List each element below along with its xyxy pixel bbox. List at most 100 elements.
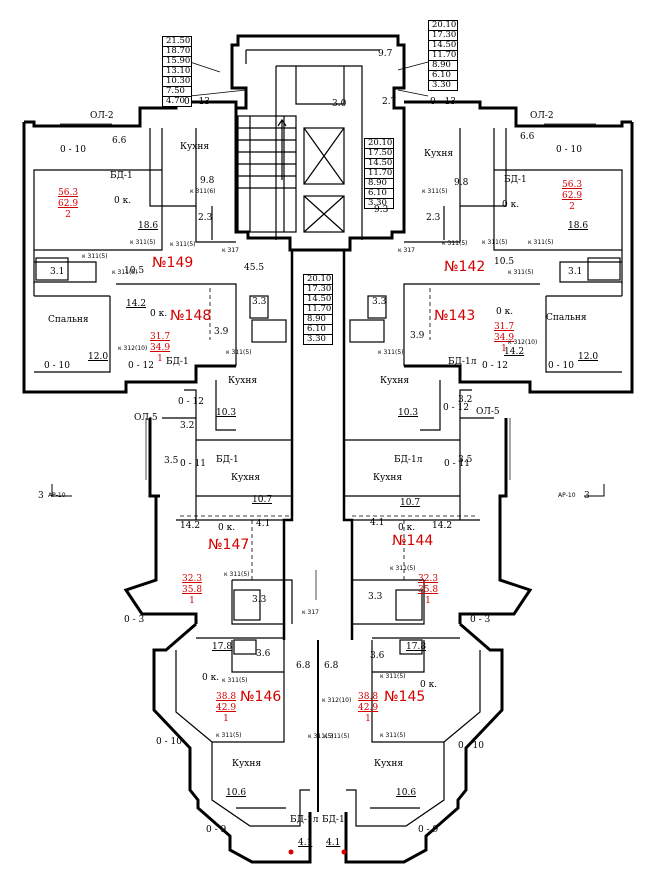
level-value: 14.50: [365, 159, 393, 169]
lift-1: [303, 127, 345, 185]
label-o10: 0 - 10: [156, 737, 182, 747]
code-label: к 317: [398, 247, 415, 254]
room-bedroom: Спальня: [546, 313, 587, 323]
level-value: 13.10: [163, 67, 191, 77]
area-living: 56.3: [58, 188, 79, 198]
label-bd1: БД-1: [110, 171, 133, 181]
label-zero-k: 0 к.: [114, 196, 132, 206]
left-mid-walls: [162, 380, 293, 625]
code-label: к 312(10): [322, 697, 352, 704]
label-o12: 0 - 12: [443, 403, 469, 413]
area-living: 32.3: [418, 574, 439, 584]
area-label: 3.3: [368, 592, 383, 602]
area-label: 10.6: [396, 788, 417, 798]
bottom-right-outer: [344, 622, 504, 864]
code-label: к 311(5): [528, 239, 554, 246]
bath-143: [349, 319, 385, 343]
level-value: 3.30: [368, 198, 387, 208]
label-bd1l: БД-1л: [394, 455, 423, 465]
bath-142: [587, 257, 621, 281]
area-label: 4.1: [370, 518, 385, 528]
area-label: 6.8: [296, 661, 311, 671]
level-value: 11.70: [365, 169, 393, 179]
area-label: 4.1: [326, 838, 341, 848]
level-value: 8.90: [429, 61, 457, 71]
room-count: 1: [501, 344, 507, 354]
level-value: 11.70: [304, 305, 332, 315]
code-label: к 311(5): [112, 269, 138, 276]
room-count: 2: [569, 202, 575, 212]
label-zero-k: 0 к.: [398, 523, 416, 533]
label-o13: 0 - 13: [430, 97, 456, 107]
red-dot-right: [341, 849, 347, 855]
area-label: 9.8: [454, 178, 469, 188]
area-label: 14.2: [126, 299, 147, 309]
room-count: 1: [189, 596, 195, 606]
area-label: 4.1: [298, 838, 313, 848]
area-living: 56.3: [562, 180, 583, 190]
area-living: 38.8: [216, 692, 237, 702]
area-label: 3.6: [370, 651, 385, 661]
code-label: к 311(5): [324, 733, 350, 740]
area-label: 4.1: [256, 519, 271, 529]
room-count: 1: [223, 714, 229, 724]
area-label: 45.5: [244, 263, 265, 273]
area-label: 3.1: [50, 267, 65, 277]
dashed-lines: [180, 288, 476, 580]
area-label: 9.7: [378, 49, 393, 59]
level-value: 6.10: [304, 325, 332, 335]
left-wing-outer: [22, 100, 238, 394]
code-label: к 311(5): [508, 269, 534, 276]
code-label: к 311(5): [216, 732, 242, 739]
bath-148: [251, 319, 287, 343]
code-label: к 311(5): [482, 239, 508, 246]
area-total: 62.9: [58, 199, 79, 209]
label-o10: 0 - 10: [44, 361, 70, 371]
area-label: 3.3: [252, 297, 267, 307]
area-total: 35.8: [418, 585, 439, 595]
label-ol2: ОЛ-2: [530, 111, 554, 121]
level-value: 4.70: [166, 96, 185, 106]
level-value: 18.70: [163, 47, 191, 57]
area-label: 3.9: [214, 327, 229, 337]
label-zero-k: 0 к.: [202, 673, 220, 683]
area-living: 32.3: [182, 574, 203, 584]
area-label: 6.6: [112, 136, 127, 146]
area-label: 3.6: [256, 649, 271, 659]
area-living: 31.7: [494, 322, 515, 332]
level-table-top-left: 21.50 18.70 15.90 13.10 10.30 7.50 4.70: [162, 36, 192, 107]
area-label: 3.2: [458, 395, 473, 405]
room-count: 1: [157, 354, 163, 364]
label-bd1: БД-1: [322, 815, 345, 825]
section-ref-right: АР-10: [558, 492, 576, 499]
apt-number-142: №142: [444, 259, 486, 275]
label-bd1l: БД-1л: [448, 357, 477, 367]
code-label: к 312(10): [118, 345, 148, 352]
left-wing-walls: [33, 128, 237, 373]
apt-number-147: №147: [208, 537, 250, 553]
room-kitchen: Кухня: [374, 759, 404, 769]
area-label: 10.5: [494, 257, 515, 267]
apt-number-144: №144: [392, 533, 434, 549]
apt-number-145: №145: [384, 689, 426, 705]
code-label: к 311(5): [226, 349, 252, 356]
label-o10: 0 - 10: [556, 145, 582, 155]
area-label: 10.6: [226, 788, 247, 798]
code-label: к 317: [302, 609, 319, 616]
code-label: к 311(5): [378, 349, 404, 356]
apt-area-148: 31.7 34.9 1: [150, 332, 170, 365]
lift-2-x: [303, 195, 345, 233]
apt-number-148: №148: [170, 308, 212, 324]
level-value: 10.30: [163, 77, 191, 87]
area-label: 18.6: [568, 221, 589, 231]
area-label: 10.5: [124, 266, 145, 276]
apt-area-145: 38.8 42.9 1: [358, 692, 378, 725]
bath-146: [233, 639, 257, 655]
label-o11: 0 - 11: [180, 459, 206, 469]
stair-flight: [237, 115, 297, 233]
area-label: 2.3: [198, 213, 213, 223]
level-value: 7.50: [163, 87, 191, 97]
code-label: к 311(5): [442, 240, 468, 247]
label-zero-k: 0 к.: [420, 680, 438, 690]
